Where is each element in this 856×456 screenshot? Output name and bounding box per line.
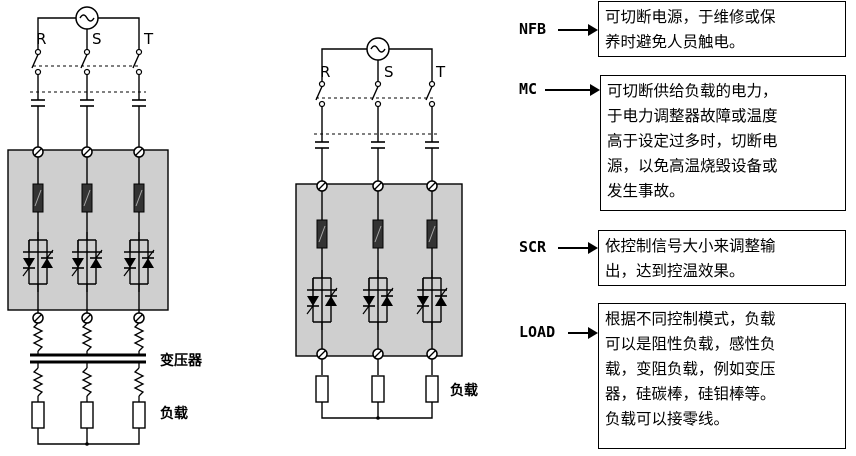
phase-s-label: S: [92, 30, 102, 48]
mc-arrow: [545, 84, 600, 96]
scr-description: 依控制信号大小来调整输 出，达到控温效果。: [598, 230, 846, 286]
nfb-arrow: [558, 24, 598, 36]
scr-label: SCR: [519, 238, 547, 256]
load-description: 根据不同控制模式，负载 可以是阻性负载，感性负 载，变阻负载，例如变压 器，硅碳…: [598, 303, 846, 449]
phase-r-label-right: R: [320, 63, 330, 81]
power-regulator-panel-right: [295, 183, 463, 357]
phase-s-label-right: S: [384, 63, 394, 81]
transformer-label: 变压器: [160, 353, 202, 369]
scr-arrow: [558, 242, 598, 254]
load-arrow: [568, 327, 598, 339]
nfb-description: 可切断电源，于维修或保 养时避免人员触电。: [598, 1, 846, 57]
left-diagram: R S T: [7, 6, 169, 446]
power-regulator-panel-left: [7, 149, 169, 311]
phase-r-label: R: [36, 30, 46, 48]
load-label-left: 负载: [160, 406, 188, 422]
mc-label: MC: [519, 80, 538, 98]
nfb-label: NFB: [519, 20, 547, 38]
phase-t-label-right: T: [435, 63, 446, 81]
load-label-right: 负载: [450, 383, 478, 399]
mc-description: 可切断供给负载的电力， 于电力调整器故障或温度 高于设定过多时，切断电 源，以免…: [600, 75, 846, 211]
load-legend-label: LOAD: [519, 323, 556, 341]
right-diagram: R S T: [295, 37, 463, 420]
phase-t-label: T: [143, 30, 154, 48]
